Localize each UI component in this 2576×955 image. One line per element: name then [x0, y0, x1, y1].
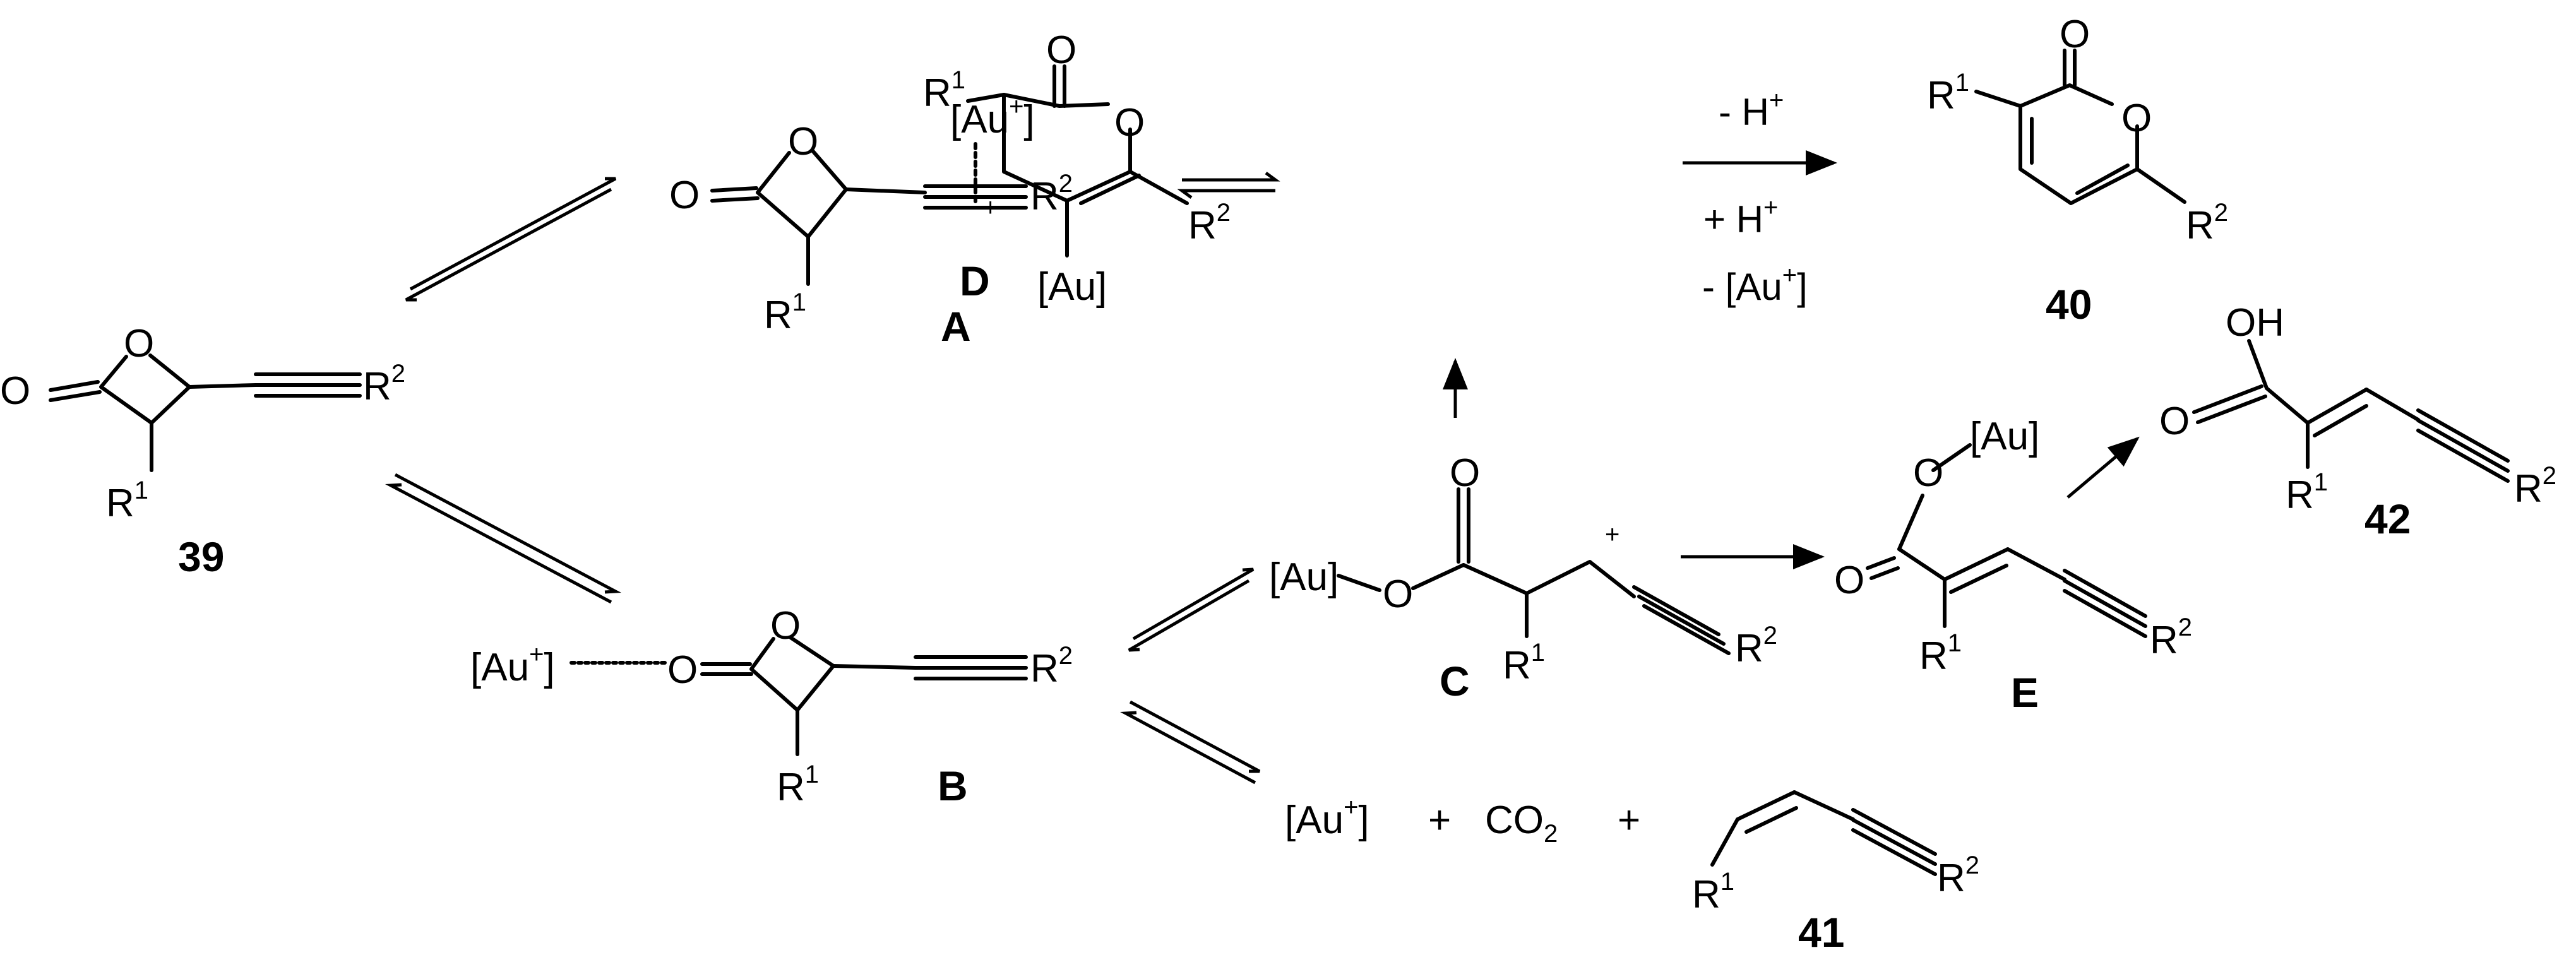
r1-group: R1 — [2286, 468, 2328, 517]
r2-group: R2 — [363, 360, 405, 408]
compound-label-40: 40 — [2046, 281, 2092, 328]
carbonyl-oxygen: O — [1046, 28, 1076, 72]
gold-cation: [Au+] — [470, 641, 555, 689]
compound-label-E: E — [2011, 669, 2039, 716]
condition-minus-gold: - [Au+] — [1702, 261, 1808, 308]
r2-group: R2 — [1735, 622, 1777, 670]
carbonyl-oxygen: O — [1834, 559, 1864, 602]
compound-label-41: 41 — [1798, 909, 1844, 955]
r1-group: R1 — [1503, 639, 1545, 687]
ring-oxygen: O — [770, 604, 801, 648]
ring-oxygen: O — [1114, 101, 1145, 145]
intermediate-A: O O [Au+] R2 R1 A — [669, 93, 1073, 350]
r2-group: R2 — [1937, 851, 1979, 900]
carbocation-charge: + — [983, 194, 998, 222]
carbonyl-oxygen: O — [2060, 13, 2090, 56]
compound-label-C: C — [1440, 658, 1470, 704]
carbocation-charge: + — [1605, 521, 1619, 549]
r1-group: R1 — [1692, 868, 1734, 916]
ring-oxygen: O — [2121, 97, 2152, 140]
compound-39: O O R2 R1 39 — [0, 322, 405, 580]
r1-group: R1 — [777, 761, 819, 809]
intermediate-D: O O R1 R2 + [Au] D — [923, 28, 1231, 309]
gold-cation: [Au+] — [1285, 793, 1369, 842]
intermediate-B: [Au+] O O R2 R1 B — [470, 604, 1073, 809]
r2-group: R2 — [1188, 199, 1231, 247]
ring-oxygen: O — [124, 322, 154, 365]
compound-label-39: 39 — [178, 533, 224, 580]
condition-plus-proton: + H+ — [1703, 194, 1778, 240]
reaction-conditions: - H+ + H+ - [Au+] — [1702, 86, 1808, 308]
r2-group: R2 — [2186, 199, 2228, 247]
equilibrium-arrow-B-C — [1128, 567, 1255, 652]
compound-label-D: D — [960, 258, 990, 304]
gold-substituent: [Au] — [1269, 555, 1339, 599]
carbonyl-oxygen: O — [1450, 451, 1480, 495]
equilibrium-arrow-A-D — [1177, 171, 1280, 199]
product-42: OH O R1 R2 42 — [2159, 301, 2556, 542]
equilibrium-arrow-39-B — [385, 473, 622, 604]
condition-minus-proton: - H+ — [1719, 86, 1784, 133]
carbonyl-oxygen: O — [0, 369, 30, 413]
carbonyl-oxygen: O — [667, 648, 698, 692]
ester-oxygen: O — [1913, 451, 1943, 495]
compound-label-42: 42 — [2364, 495, 2411, 542]
r1-group: R1 — [764, 288, 806, 337]
r1-group: R1 — [1919, 629, 1962, 678]
carbonyl-oxygen: O — [669, 174, 700, 217]
r2-group: R2 — [2150, 614, 2192, 662]
ring-oxygen: O — [788, 120, 818, 163]
compound-label-A: A — [941, 303, 971, 350]
r1-group: R1 — [106, 477, 148, 525]
arrow-E-to-42 — [2066, 436, 2140, 499]
reaction-arrows — [385, 150, 2140, 785]
compound-label-B: B — [938, 762, 968, 809]
r2-group: R2 — [1030, 642, 1073, 691]
equilibrium-arrow-39-A — [405, 177, 617, 302]
plus-sign: + — [1618, 798, 1640, 842]
carbon-dioxide: CO2 — [1485, 798, 1558, 848]
gold-substituent: [Au] — [1970, 415, 2039, 458]
ester-oxygen: O — [1383, 572, 1413, 616]
plus-sign: + — [1428, 798, 1451, 842]
equilibrium-arrow-B-41 — [1120, 700, 1261, 785]
hydroxyl-group: OH — [2226, 301, 2284, 345]
r1-group: R1 — [923, 66, 965, 115]
product-41: R1 R2 41 — [1692, 790, 1979, 955]
intermediate-E: [Au] O O R1 R2 E — [1834, 415, 2192, 716]
product-40: O O R1 R2 40 — [1927, 13, 2228, 328]
carbonyl-oxygen: O — [2159, 400, 2190, 443]
r2-group: R2 — [2514, 462, 2556, 511]
r1-group: R1 — [1927, 69, 1969, 117]
intermediate-C: [Au] O O + R1 R2 C — [1269, 451, 1777, 704]
fragmentation-products: [Au+] + CO2 + — [1285, 793, 1640, 848]
gold-substituent: [Au] — [1037, 265, 1107, 309]
